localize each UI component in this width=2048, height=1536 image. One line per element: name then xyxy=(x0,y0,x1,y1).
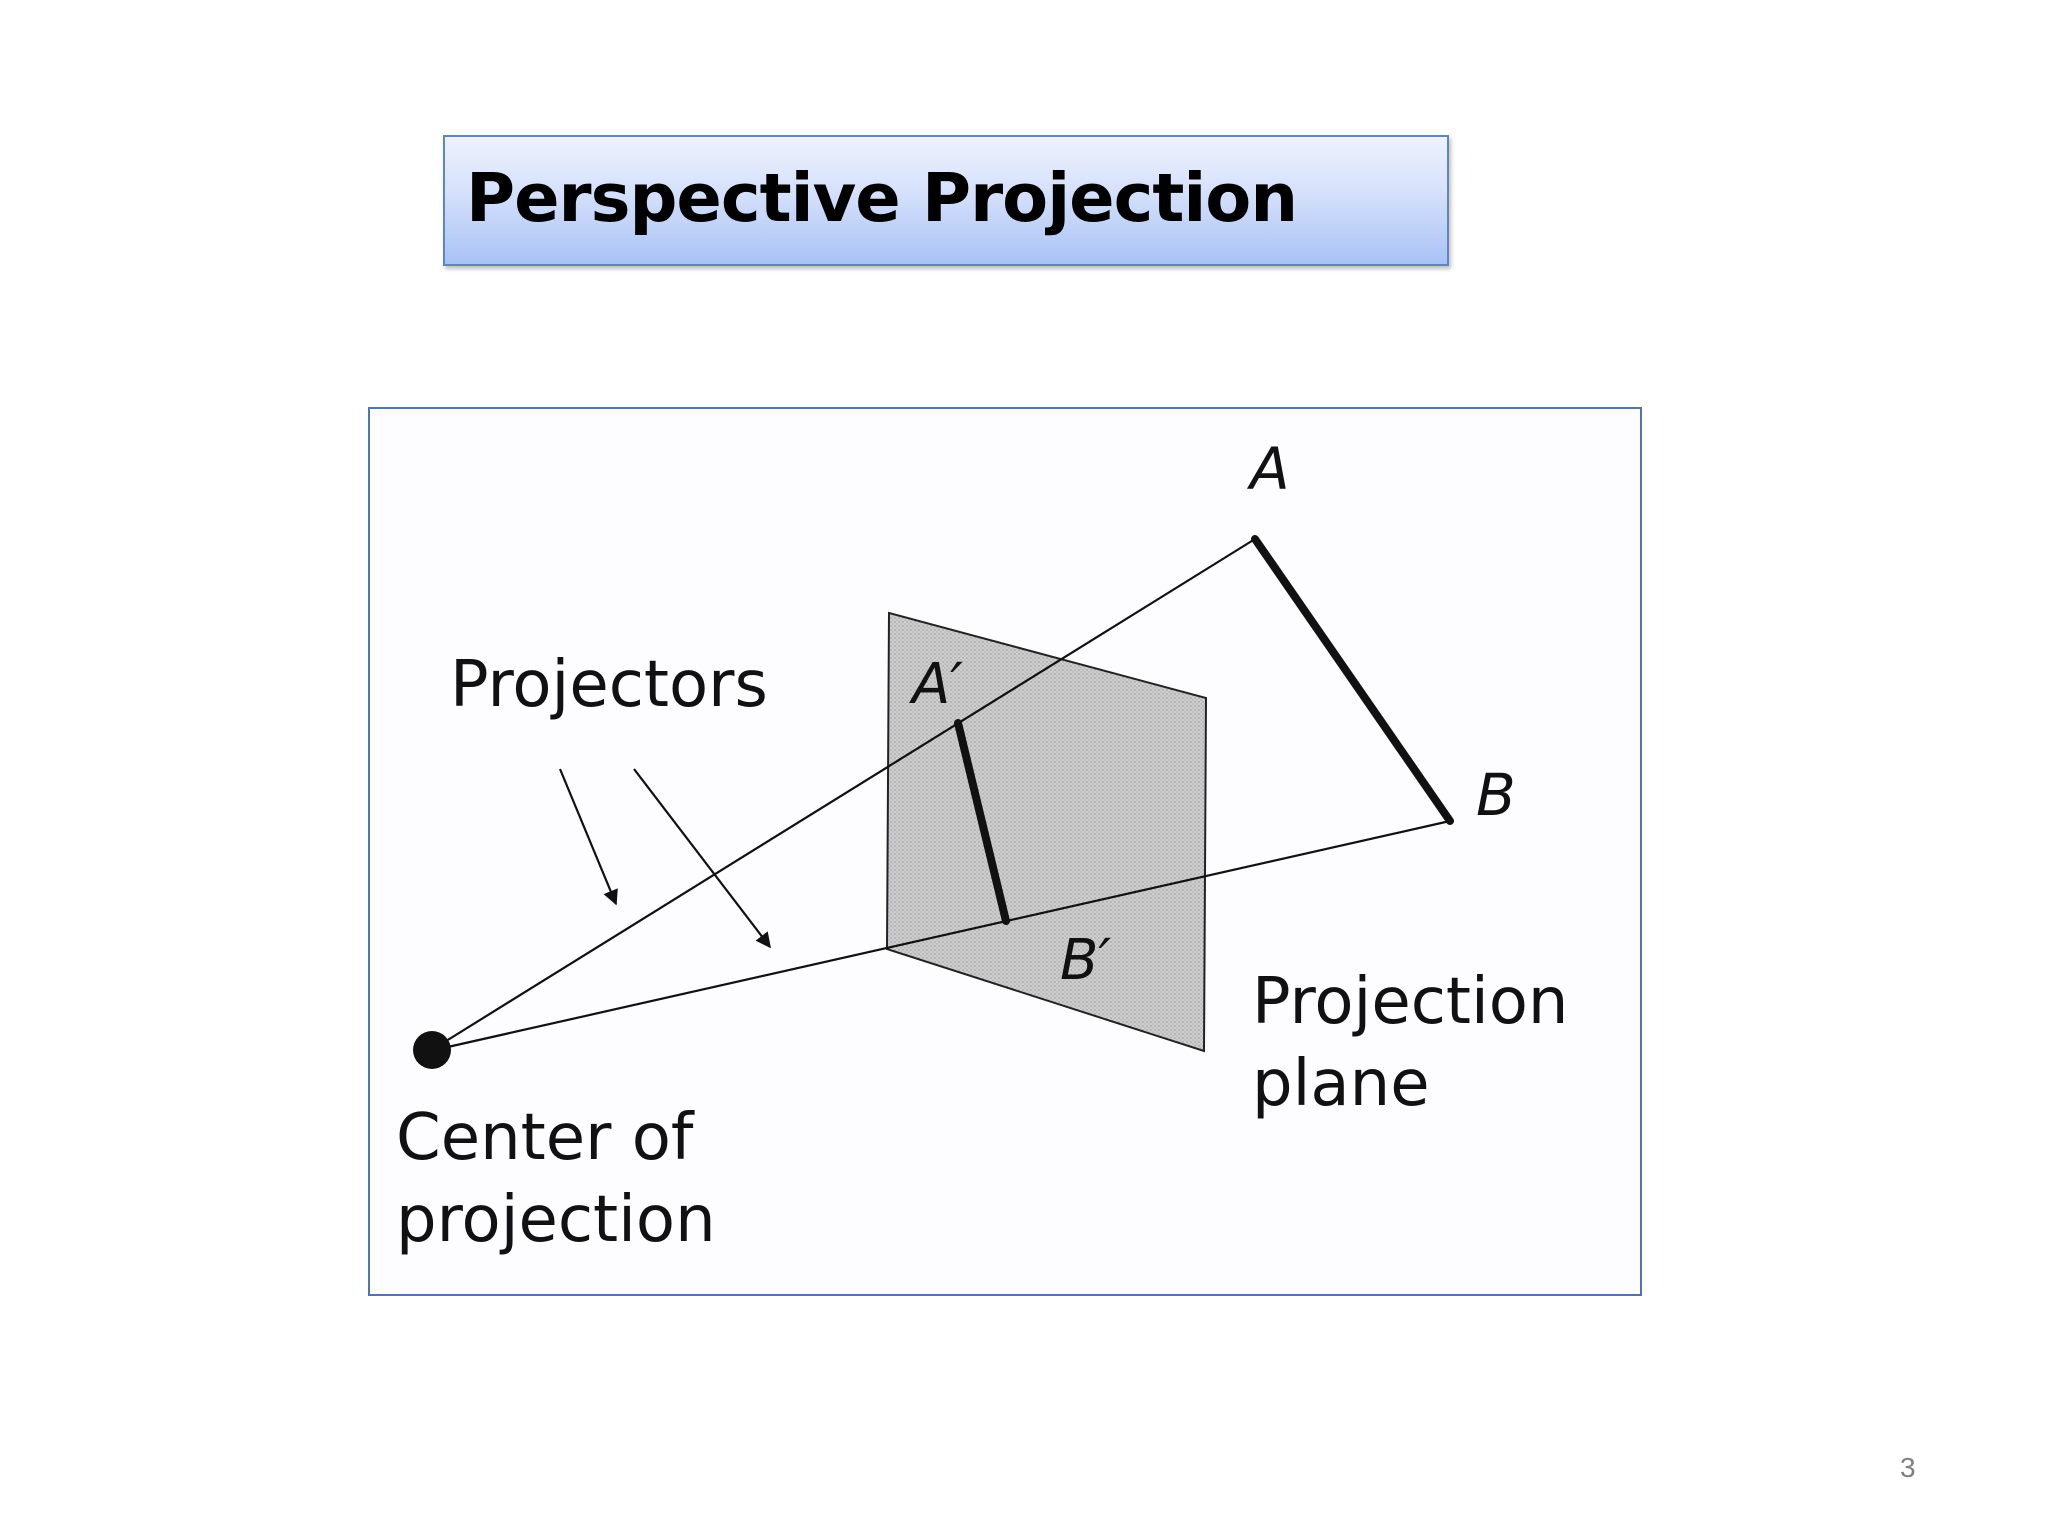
label-center-of-projection-line1: Center of xyxy=(396,1101,695,1175)
projector-arrow-1 xyxy=(558,768,618,906)
projector-arrow-2 xyxy=(633,768,771,949)
projection-plane xyxy=(885,611,1208,1053)
label-center-of-projection-line2: projection xyxy=(396,1183,716,1257)
projector-line-a xyxy=(429,538,1256,1052)
center-of-projection-dot xyxy=(413,1031,451,1069)
projector-line-b xyxy=(429,819,1451,1053)
slide-title-box: Perspective Projection xyxy=(443,135,1449,266)
perspective-projection-diagram: A B A′ B′ Projectors Center of projectio… xyxy=(396,435,1568,1257)
page-number: 3 xyxy=(1900,1452,1916,1483)
label-projectors: Projectors xyxy=(450,648,768,722)
segment-ab xyxy=(1251,535,1454,825)
label-projection-plane-line2: plane xyxy=(1252,1047,1430,1121)
label-a-prime: A′ xyxy=(909,652,963,717)
slide-title: Perspective Projection xyxy=(466,159,1298,237)
label-b-prime: B′ xyxy=(1060,928,1111,993)
label-a: A xyxy=(1246,435,1290,503)
segment-a-prime-b-prime xyxy=(954,719,1010,925)
label-projection-plane-line1: Projection xyxy=(1252,965,1568,1039)
label-b: B xyxy=(1476,761,1516,829)
diagram-frame: A B A′ B′ Projectors Center of projectio… xyxy=(368,407,1642,1296)
